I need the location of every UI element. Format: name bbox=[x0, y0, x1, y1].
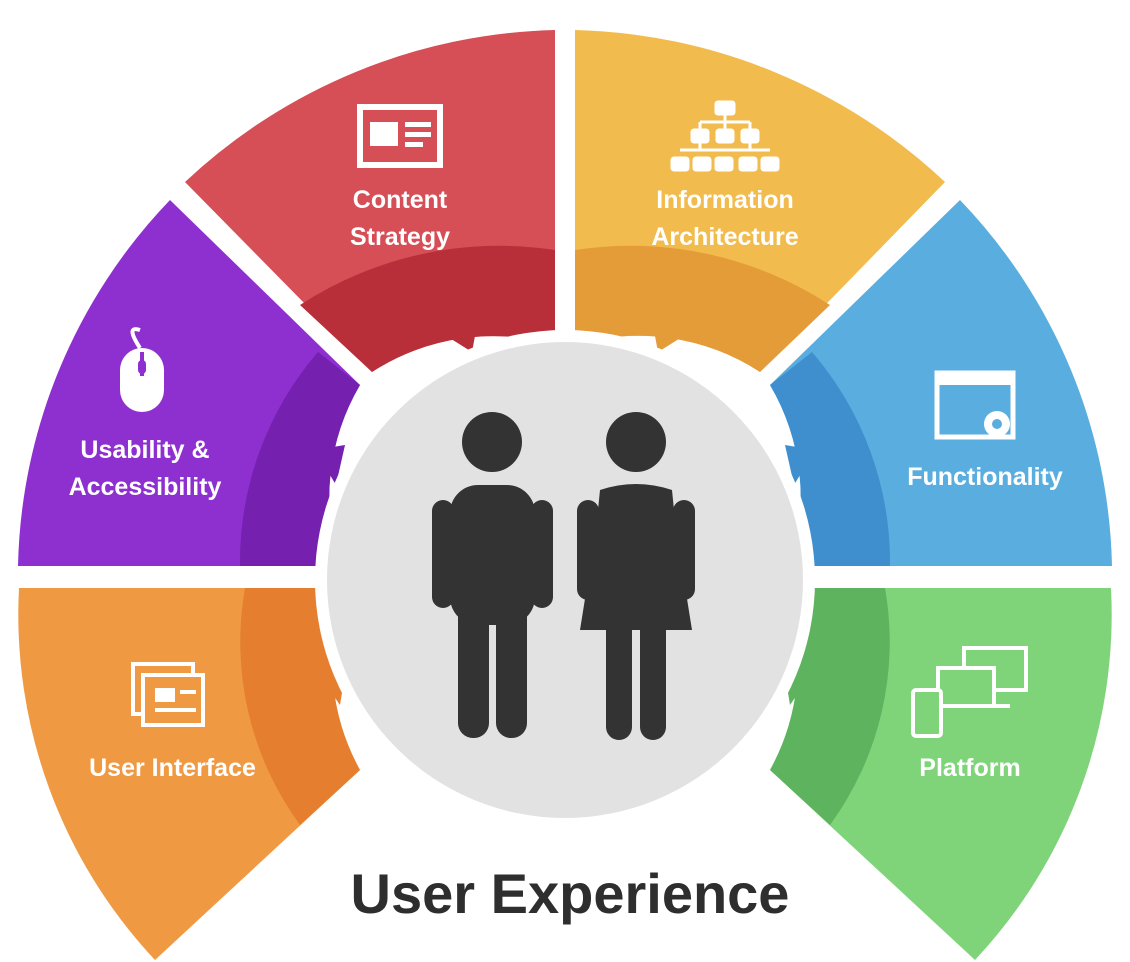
label-usability-line-2: Accessibility bbox=[68, 473, 222, 501]
man-icon bbox=[432, 412, 553, 738]
sitemap-icon bbox=[670, 100, 780, 172]
segment-usability-pointer bbox=[315, 445, 345, 485]
devices-icon bbox=[911, 646, 1028, 738]
label-functionality: Functionality bbox=[885, 459, 1085, 496]
segment-content-strategy-inner bbox=[300, 245, 555, 372]
segment-content-strategy bbox=[185, 30, 555, 372]
segment-information-architecture-pointer bbox=[652, 320, 690, 352]
browser-gear-icon bbox=[934, 370, 1016, 440]
label-information-architecture-line-1: Information bbox=[656, 186, 794, 214]
segment-information-architecture bbox=[575, 30, 945, 372]
label-platform: Platform bbox=[895, 750, 1045, 787]
segment-information-architecture-inner bbox=[575, 245, 830, 372]
label-information-architecture-line-2: Architecture bbox=[651, 223, 799, 251]
diagram-title: User Experience bbox=[350, 862, 790, 925]
document-icon bbox=[357, 104, 443, 168]
segment-usability bbox=[18, 200, 360, 566]
segment-content-strategy-pointer bbox=[440, 320, 478, 352]
label-platform-line-1: Platform bbox=[919, 754, 1021, 782]
label-content-strategy: Content Strategy bbox=[330, 182, 470, 256]
center-circle bbox=[327, 342, 803, 818]
label-user-interface: User Interface bbox=[60, 750, 285, 787]
label-functionality-line-1: Functionality bbox=[907, 463, 1063, 491]
mouse-icon bbox=[120, 327, 164, 412]
label-user-interface-line-1: User Interface bbox=[89, 754, 256, 782]
segment-usability-inner bbox=[239, 352, 360, 566]
label-content-strategy-line-2: Strategy bbox=[349, 223, 451, 251]
label-information-architecture: Information Architecture bbox=[625, 182, 825, 256]
ui-windows-icon bbox=[131, 662, 205, 727]
label-content-strategy-line-1: Content bbox=[352, 186, 448, 214]
segment-functionality-inner bbox=[770, 352, 891, 566]
label-usability-line-1: Usability & bbox=[80, 436, 210, 464]
label-usability: Usability & Accessibility bbox=[45, 432, 245, 506]
segment-functionality-pointer bbox=[785, 445, 815, 485]
woman-icon bbox=[577, 412, 695, 740]
